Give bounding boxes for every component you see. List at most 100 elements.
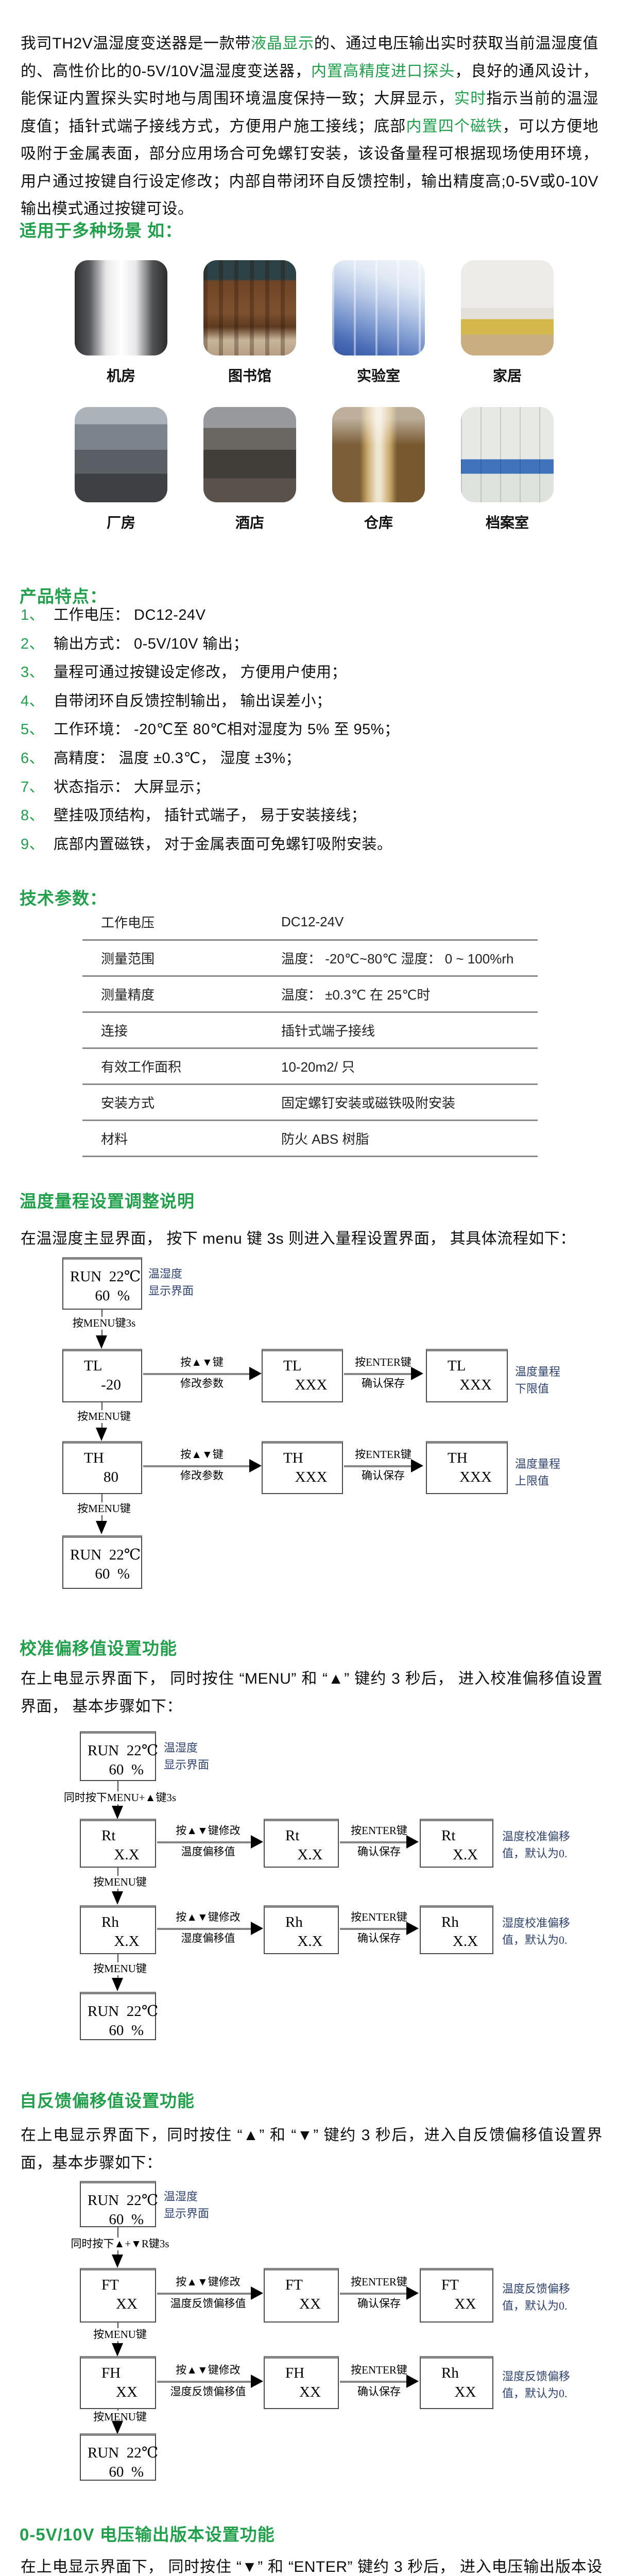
- flow-connector-line: [157, 1928, 251, 1930]
- arrow-right-icon: [249, 1459, 262, 1472]
- range-setting-instructions: 在温湿度主显界面， 按下 menu 键 3s 则进入量程设置界面， 其具体流程如…: [21, 1230, 576, 1247]
- flow-step-label: 同时按下▲+▼R键3s: [69, 2238, 171, 2250]
- scene-label-server-room: 机房: [106, 368, 135, 384]
- arrow-right-icon: [411, 1367, 423, 1380]
- arrow-down-icon: [96, 1428, 107, 1441]
- scene-photo-hotel: [203, 407, 296, 502]
- intro-paragraph: 我司TH2V温湿度变送器是一款带液晶显示的、通过电压输出实时获取当前温湿度值的、…: [21, 35, 599, 217]
- calibration-offset-instructions: 在上电显示界面下， 同时按住 “MENU” 和 “▲” 键约 3 秒后， 进入校…: [21, 1670, 603, 1715]
- feature-item: 6、高精度： 温度 ±0.3℃， 湿度 ±3%；: [21, 750, 301, 767]
- scene-photo-laboratory: [332, 260, 425, 355]
- table-row: 材料防火 ABS 树脂: [82, 1121, 538, 1157]
- flow-connector-line: [157, 1841, 251, 1843]
- flow-connector-line: [340, 1928, 406, 1930]
- voltage-version-instructions: 在上电显示界面下， 同时按住 “▼” 和 “ENTER” 键约 3 秒后， 进入…: [21, 2558, 603, 2575]
- heading-feedback-offset: 自反馈偏移值设置功能: [20, 2091, 195, 2111]
- flow-step-label: 按MENU键: [92, 2328, 148, 2341]
- feature-item: 1、工作电压： DC12-24V: [21, 607, 206, 623]
- flow-connector-line: [344, 1465, 411, 1467]
- heading-voltage-version: 0-5V/10V 电压输出版本设置功能: [20, 2525, 275, 2545]
- heading-calibration-offset: 校准偏移值设置功能: [20, 1639, 177, 1658]
- arrow-down-icon: [112, 2255, 123, 2268]
- scene-photo-warehouse: [332, 407, 425, 502]
- arrow-down-icon: [112, 2343, 123, 2357]
- flow-step-label: 按MENU键3s: [71, 1317, 138, 1330]
- scene-label-factory: 厂房: [106, 515, 135, 531]
- scene-label-warehouse: 仓库: [364, 515, 393, 531]
- feature-item: 3、量程可通过按键设定修改， 方便用户使用；: [21, 664, 347, 681]
- arrow-right-icon: [251, 1835, 263, 1849]
- flow-connector-line: [143, 1465, 249, 1467]
- heading-features: 产品特点：: [20, 587, 107, 606]
- scene-label-archive-room: 档案室: [485, 515, 529, 531]
- arrow-right-icon: [406, 2286, 419, 2300]
- feature-item: 8、壁挂吸顶结构， 插针式端子， 易于安装接线；: [21, 807, 367, 824]
- intro-highlight-magnets: 内置四个磁铁: [406, 117, 503, 135]
- scene-label-laboratory: 实验室: [356, 368, 400, 384]
- flow-annotation: 温度反馈偏移值，默认为0.: [502, 2282, 571, 2312]
- flow-annotation: 湿度校准偏移值，默认为0.: [502, 1917, 571, 1946]
- arrow-down-icon: [96, 1521, 107, 1534]
- flow-annotation: 温湿度显示界面: [164, 2190, 210, 2220]
- arrow-down-icon: [112, 1891, 123, 1905]
- scene-photo-library: [203, 260, 296, 355]
- arrow-right-icon: [406, 1835, 419, 1849]
- heading-range-setting: 温度量程设置调整说明: [20, 1192, 195, 1211]
- flow-step-label: 同时按下MENU+▲键3s: [62, 1791, 178, 1804]
- flow-annotation: 温度校准偏移值，默认为0.: [502, 1830, 571, 1860]
- flow-connector-line: [143, 1373, 249, 1375]
- arrow-right-icon: [406, 2375, 419, 2388]
- flow-connector-line: [340, 1841, 406, 1843]
- arrow-down-icon: [96, 1335, 107, 1349]
- scene-label-hotel: 酒店: [235, 515, 264, 531]
- flow-connector-line: [340, 2381, 406, 2383]
- scene-label-library: 图书馆: [228, 368, 271, 384]
- heading-scenes: 适用于多种场景 如：: [20, 221, 183, 241]
- feature-item: 5、工作环境： -20℃至 80℃相对湿度为 5% 至 95%；: [21, 721, 400, 738]
- arrow-right-icon: [251, 2286, 263, 2300]
- heading-tech-specs: 技术参数：: [20, 889, 107, 908]
- intro-highlight-probe: 内置高精度进口探头: [311, 62, 455, 80]
- feature-item: 9、底部内置磁铁， 对于金属表面可免螺钉吸附安装。: [21, 836, 392, 853]
- flow-connector-line: [157, 2381, 251, 2383]
- intro-highlight-realtime: 实时: [454, 90, 487, 107]
- arrow-down-icon: [112, 2421, 123, 2434]
- table-row: 测量精度温度： ±0.3℃ 在 25℃时: [82, 977, 538, 1013]
- scene-label-home: 家居: [492, 368, 522, 384]
- flow-annotation: 温度量程下限值: [515, 1365, 561, 1395]
- feature-item: 2、输出方式： 0-5V/10V 输出；: [21, 635, 249, 652]
- arrow-right-icon: [249, 1367, 262, 1380]
- scene-photo-home: [461, 260, 554, 355]
- feature-item: 7、状态指示： 大屏显示；: [21, 778, 210, 795]
- flow-annotation: 温湿度显示界面: [164, 1741, 210, 1771]
- flow-connector-line: [157, 2293, 251, 2295]
- flow-box: TL-20: [62, 1349, 142, 1402]
- flow-connector-line: [344, 1373, 411, 1375]
- scene-photo-server-room: [75, 260, 167, 355]
- flow-step-label: 按MENU键: [92, 1876, 148, 1889]
- arrow-right-icon: [411, 1459, 423, 1472]
- flow-annotation: 温湿度显示界面: [148, 1267, 194, 1297]
- flow-step-label: 按MENU键: [76, 1410, 132, 1423]
